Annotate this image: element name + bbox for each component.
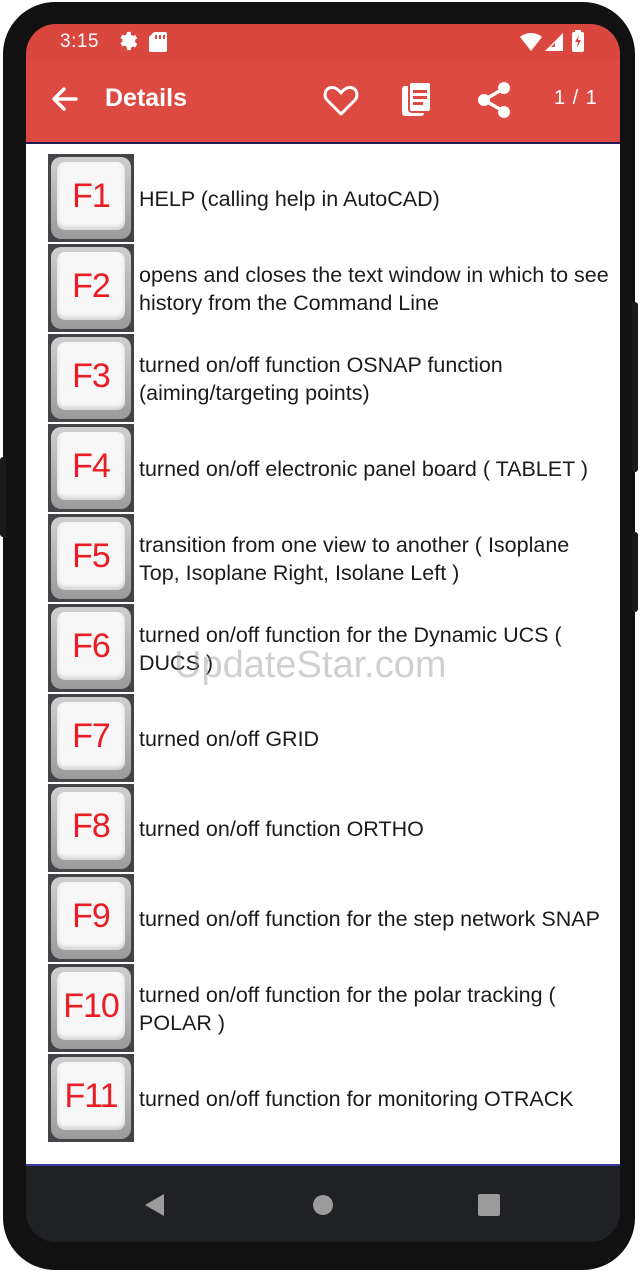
list-item: F10 turned on/off function for the polar… [48, 964, 608, 1054]
function-key-label: F8 [57, 792, 125, 860]
function-key-image: F1 [48, 154, 134, 242]
function-key-label: F4 [57, 432, 125, 500]
app-bar: Details 1 / 1 [26, 60, 620, 144]
key-description: turned on/off function for monitoring OT… [139, 1087, 574, 1111]
list-item: F2 opens and closes the text window in w… [48, 244, 609, 334]
key-description: turned on/off function for the Dynamic U… [139, 623, 562, 675]
key-description: turned on/off function OSNAP function (a… [139, 353, 503, 405]
list-item: F7 turned on/off GRID [48, 694, 608, 784]
share-icon[interactable] [475, 80, 513, 120]
list-item: F11 turned on/off function for monitorin… [48, 1054, 608, 1144]
function-key-label: F1 [57, 162, 125, 230]
list-item: F4 turned on/off electronic panel board … [48, 424, 608, 514]
function-key-image: F5 [48, 514, 134, 602]
status-bar: 3:15 [26, 24, 620, 60]
function-key-image: F2 [48, 244, 134, 332]
page-counter: 1 / 1 [554, 87, 598, 109]
list-item: F6 turned on/off function for the Dynami… [48, 604, 608, 694]
function-key-label: F2 [57, 252, 125, 320]
list-item: F9 turned on/off function for the step n… [48, 874, 608, 964]
heart-icon[interactable] [322, 80, 360, 120]
navigation-bar [26, 1166, 620, 1242]
function-key-image: F4 [48, 424, 134, 512]
settings-icon [116, 30, 138, 58]
key-description: opens and closes the text window in whic… [139, 263, 609, 315]
function-key-image: F6 [48, 604, 134, 692]
status-time: 3:15 [60, 31, 99, 52]
volume-button [632, 302, 638, 472]
function-key-label: F6 [57, 612, 125, 680]
key-description: turned on/off function ORTHO [139, 817, 424, 841]
key-description: turned on/off GRID [139, 727, 320, 751]
battery-icon [572, 30, 584, 58]
copy-icon[interactable] [400, 80, 438, 120]
function-key-image: F9 [48, 874, 134, 962]
list-item: F3 turned on/off function OSNAP function… [48, 334, 608, 424]
function-key-label: F7 [57, 702, 125, 770]
list-item: F1 HELP (calling help in AutoCAD) [48, 154, 608, 244]
function-key-image: F8 [48, 784, 134, 872]
list-item: F8 turned on/off function ORTHO [48, 784, 608, 874]
key-description: turned on/off electronic panel board ( T… [139, 457, 588, 481]
function-key-image: F3 [48, 334, 134, 422]
recents-square-icon[interactable] [472, 1188, 506, 1222]
list-item: F5 transition from one view to another (… [48, 514, 608, 604]
function-key-label: F11 [57, 1062, 125, 1130]
power-button [632, 532, 638, 612]
screen: 3:15 Details [26, 24, 620, 1242]
key-description: turned on/off function for the polar tra… [139, 983, 556, 1035]
function-key-image: F7 [48, 694, 134, 782]
sd-card-icon [149, 32, 167, 58]
page-title: Details [105, 84, 187, 112]
signal-icon [545, 33, 563, 57]
function-key-label: F3 [57, 342, 125, 410]
function-key-image: F11 [48, 1054, 134, 1142]
back-arrow-icon[interactable] [48, 82, 82, 116]
function-key-label: F10 [57, 972, 125, 1040]
function-key-image: F10 [48, 964, 134, 1052]
key-list: F1 HELP (calling help in AutoCAD) F2 ope… [26, 144, 620, 1166]
side-key-left [0, 457, 6, 537]
key-description: transition from one view to another ( Is… [139, 533, 570, 585]
key-description: HELP (calling help in AutoCAD) [139, 187, 440, 211]
home-circle-icon[interactable] [306, 1188, 340, 1222]
function-key-label: F9 [57, 882, 125, 950]
function-key-label: F5 [57, 522, 125, 590]
wifi-icon [520, 32, 542, 57]
back-triangle-icon[interactable] [138, 1188, 172, 1222]
key-description: turned on/off function for the step netw… [139, 907, 600, 931]
